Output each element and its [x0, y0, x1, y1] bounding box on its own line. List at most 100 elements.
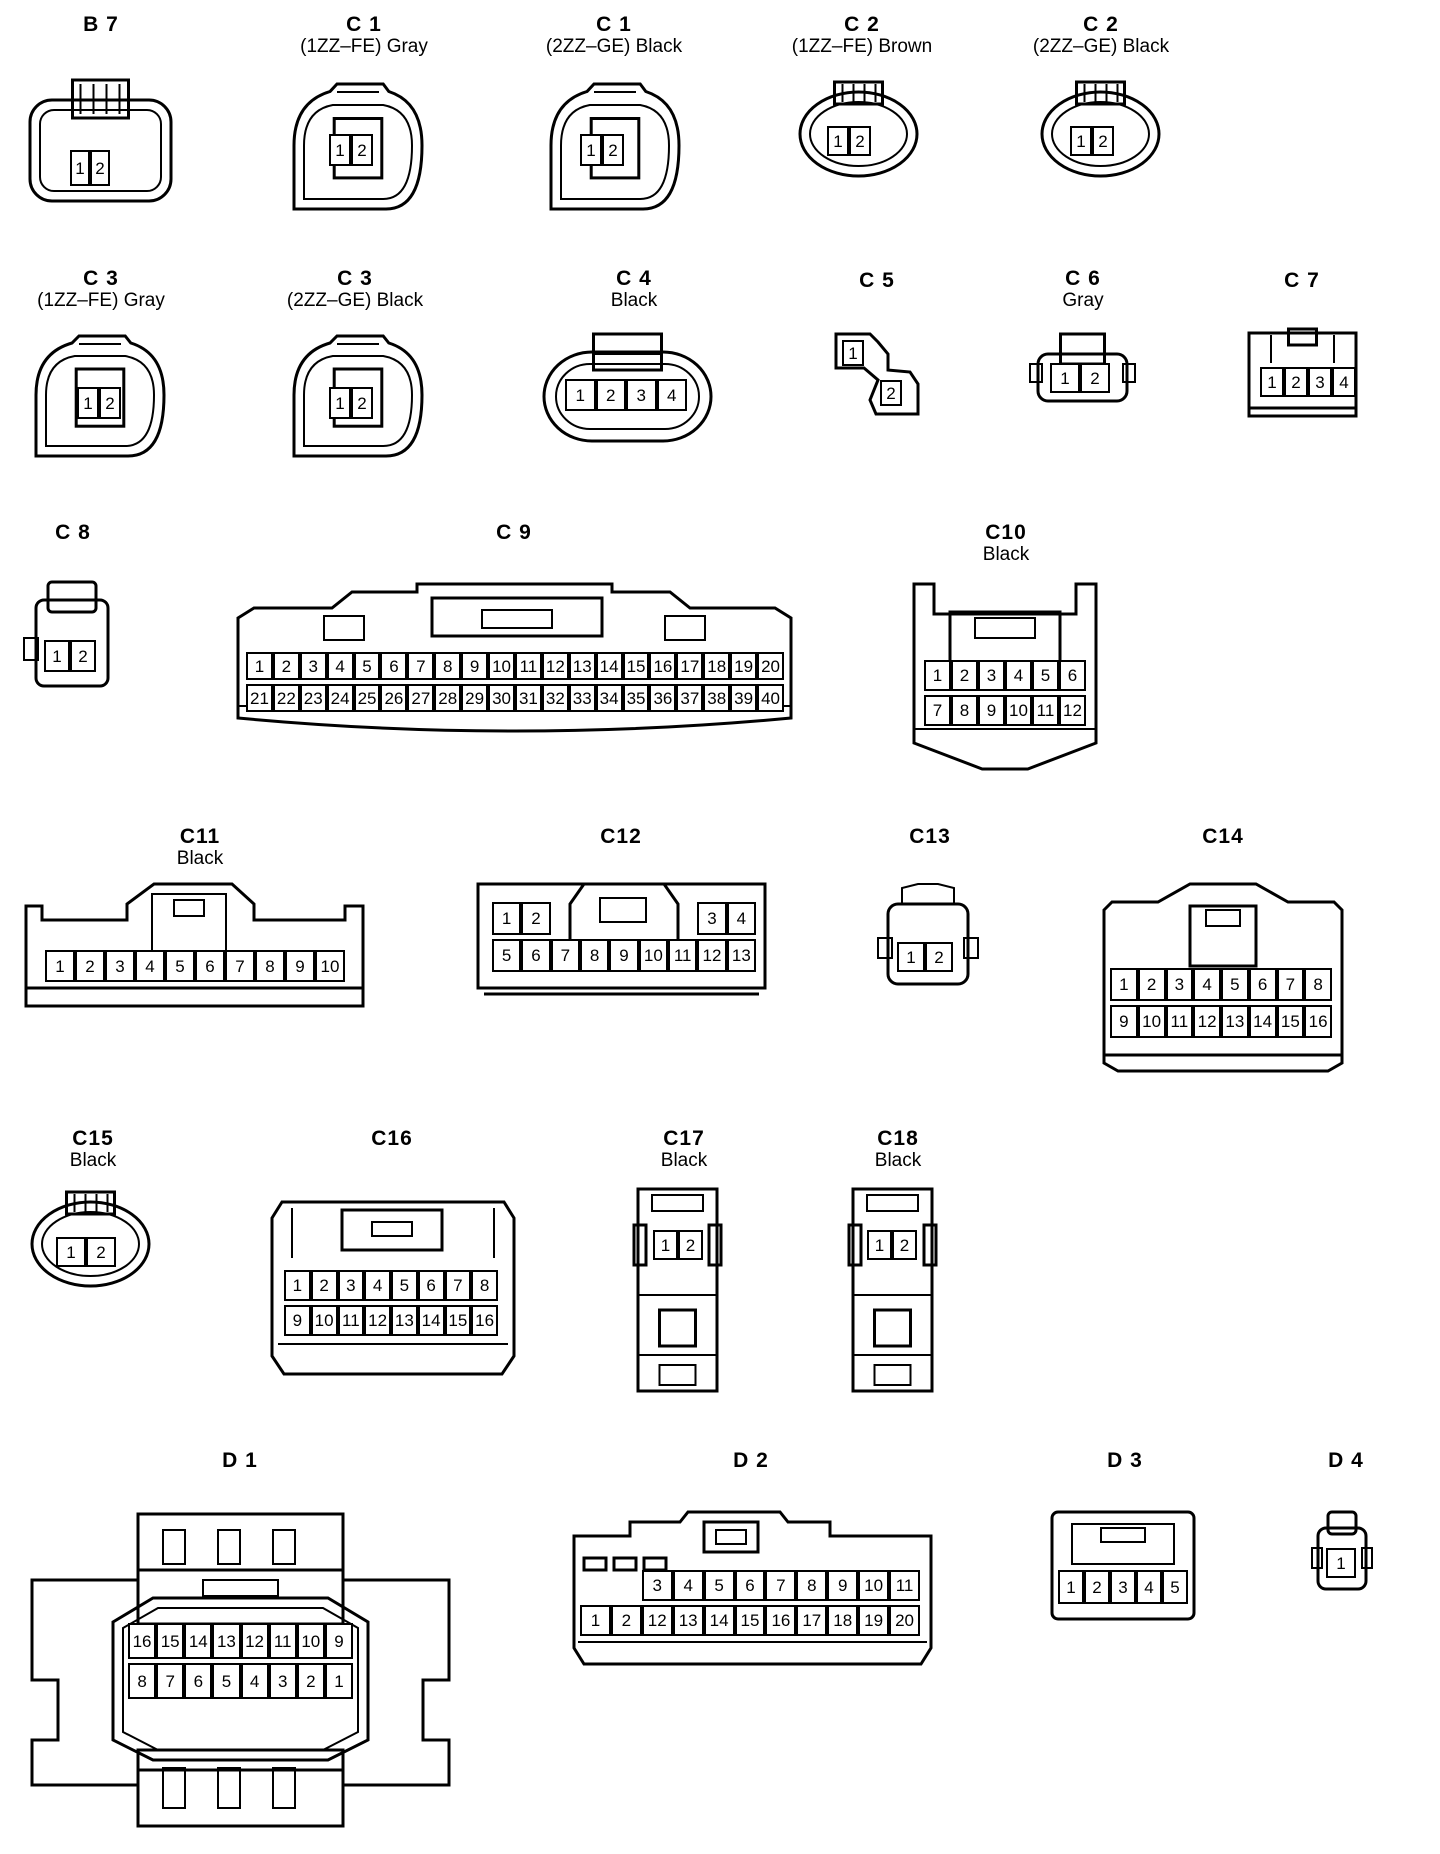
connector-subtitle: (2ZZ–GE) Black — [286, 290, 424, 311]
connector-subtitle: (2ZZ–GE) Black — [1032, 36, 1170, 57]
pin: 6 — [417, 1270, 445, 1301]
pin: 25 — [353, 684, 381, 712]
connector-id: B 7 — [83, 13, 119, 36]
pin: 7 — [924, 695, 951, 726]
pin: 7 — [765, 1570, 797, 1601]
pin: 16 — [765, 1605, 797, 1636]
pin: 19 — [858, 1605, 890, 1636]
pin: 11 — [337, 1305, 365, 1336]
pin: 2 — [75, 950, 105, 982]
pin: 5 — [1032, 660, 1059, 691]
pin: 8 — [434, 652, 462, 680]
pin: 2 — [296, 1663, 325, 1699]
pin: 3 — [105, 950, 135, 982]
pin: 2 — [951, 660, 978, 691]
pin: 7 — [550, 939, 580, 972]
pin: 5 — [165, 950, 195, 982]
connector-id: C15 — [72, 1127, 114, 1150]
pin: 4 — [135, 950, 165, 982]
pin: 3 — [626, 379, 657, 411]
connector-housing — [34, 334, 166, 458]
connector-label: C 2(1ZZ–FE) Brown — [792, 14, 932, 58]
connector-housing — [1247, 327, 1358, 418]
connector-label: C 3(1ZZ–FE) Gray — [37, 268, 165, 312]
connector-subtitle: (1ZZ–FE) Gray — [300, 36, 428, 57]
pin: 14 — [184, 1623, 213, 1659]
connector-label: C 8 — [55, 522, 91, 544]
connector-label: C14 — [1202, 826, 1244, 848]
connector-id: C 8 — [55, 521, 91, 544]
pin: 13 — [391, 1305, 418, 1336]
connector-id: C 2 — [1083, 13, 1119, 36]
pin: 17 — [676, 652, 704, 680]
connector-label: C 1(1ZZ–FE) Gray — [300, 14, 428, 58]
pin: 12 — [240, 1623, 269, 1659]
pin: 8 — [796, 1570, 828, 1601]
pin: 13 — [726, 939, 756, 972]
pin: 7 — [1276, 968, 1305, 1001]
pin: 5 — [1162, 1570, 1188, 1604]
pin: 2 — [351, 134, 373, 166]
pin: 1 — [284, 1270, 311, 1301]
connector-housing — [292, 334, 424, 458]
pin: 35 — [622, 684, 650, 712]
pin: 12 — [1193, 1005, 1221, 1038]
housing-outline — [1311, 1510, 1373, 1591]
pin: 3 — [299, 652, 327, 680]
pin: 23 — [299, 684, 327, 712]
connector-subtitle: Black — [660, 1150, 708, 1171]
pin: 2 — [310, 1270, 338, 1301]
pin: 3 — [641, 1570, 673, 1601]
housing-outline — [1040, 80, 1161, 178]
pin: 11 — [1165, 1005, 1194, 1038]
pin: 15 — [734, 1605, 766, 1636]
pin: 8 — [471, 1270, 498, 1301]
housing-outline — [24, 882, 365, 1008]
connector-housing — [30, 1512, 451, 1828]
pin: 4 — [1193, 968, 1221, 1001]
pin: 1 — [45, 950, 75, 982]
pin: 3 — [1165, 968, 1194, 1001]
pin: 9 — [1110, 1005, 1138, 1038]
pin: 3 — [978, 660, 1005, 691]
housing-outline — [1050, 1510, 1196, 1621]
pin: 1 — [580, 1605, 611, 1636]
connector-housing — [28, 78, 173, 203]
pin: 13 — [212, 1623, 241, 1659]
connector-subtitle: Black — [69, 1150, 117, 1171]
pin: 3 — [268, 1663, 297, 1699]
pin: 11 — [668, 939, 698, 972]
pin: 9 — [978, 695, 1005, 726]
connector-housing — [877, 883, 979, 986]
connector-label: D 3 — [1107, 1450, 1143, 1472]
pin: 15 — [1276, 1005, 1305, 1038]
connector-housing — [572, 1510, 933, 1666]
pin: 1 — [1260, 367, 1284, 397]
pin: 4 — [364, 1270, 391, 1301]
connector-housing — [798, 80, 919, 178]
pin: 1 — [867, 1230, 892, 1260]
pin: 2 — [521, 902, 551, 935]
pin: 30 — [488, 684, 515, 712]
pin: 2 — [272, 652, 300, 680]
pin: 9 — [285, 950, 315, 982]
housing-outline — [877, 883, 979, 986]
pin: 6 — [195, 950, 225, 982]
pin: 7 — [156, 1663, 185, 1699]
pin: 1 — [827, 126, 849, 156]
pin-grid: 1 — [1326, 1548, 1356, 1578]
connector-subtitle: (2ZZ–GE) Black — [545, 36, 683, 57]
pin: 33 — [568, 684, 596, 712]
connector-subtitle: Gray — [1062, 290, 1104, 311]
pin: 1 — [324, 1663, 353, 1699]
connector-id: C 7 — [1284, 269, 1320, 292]
